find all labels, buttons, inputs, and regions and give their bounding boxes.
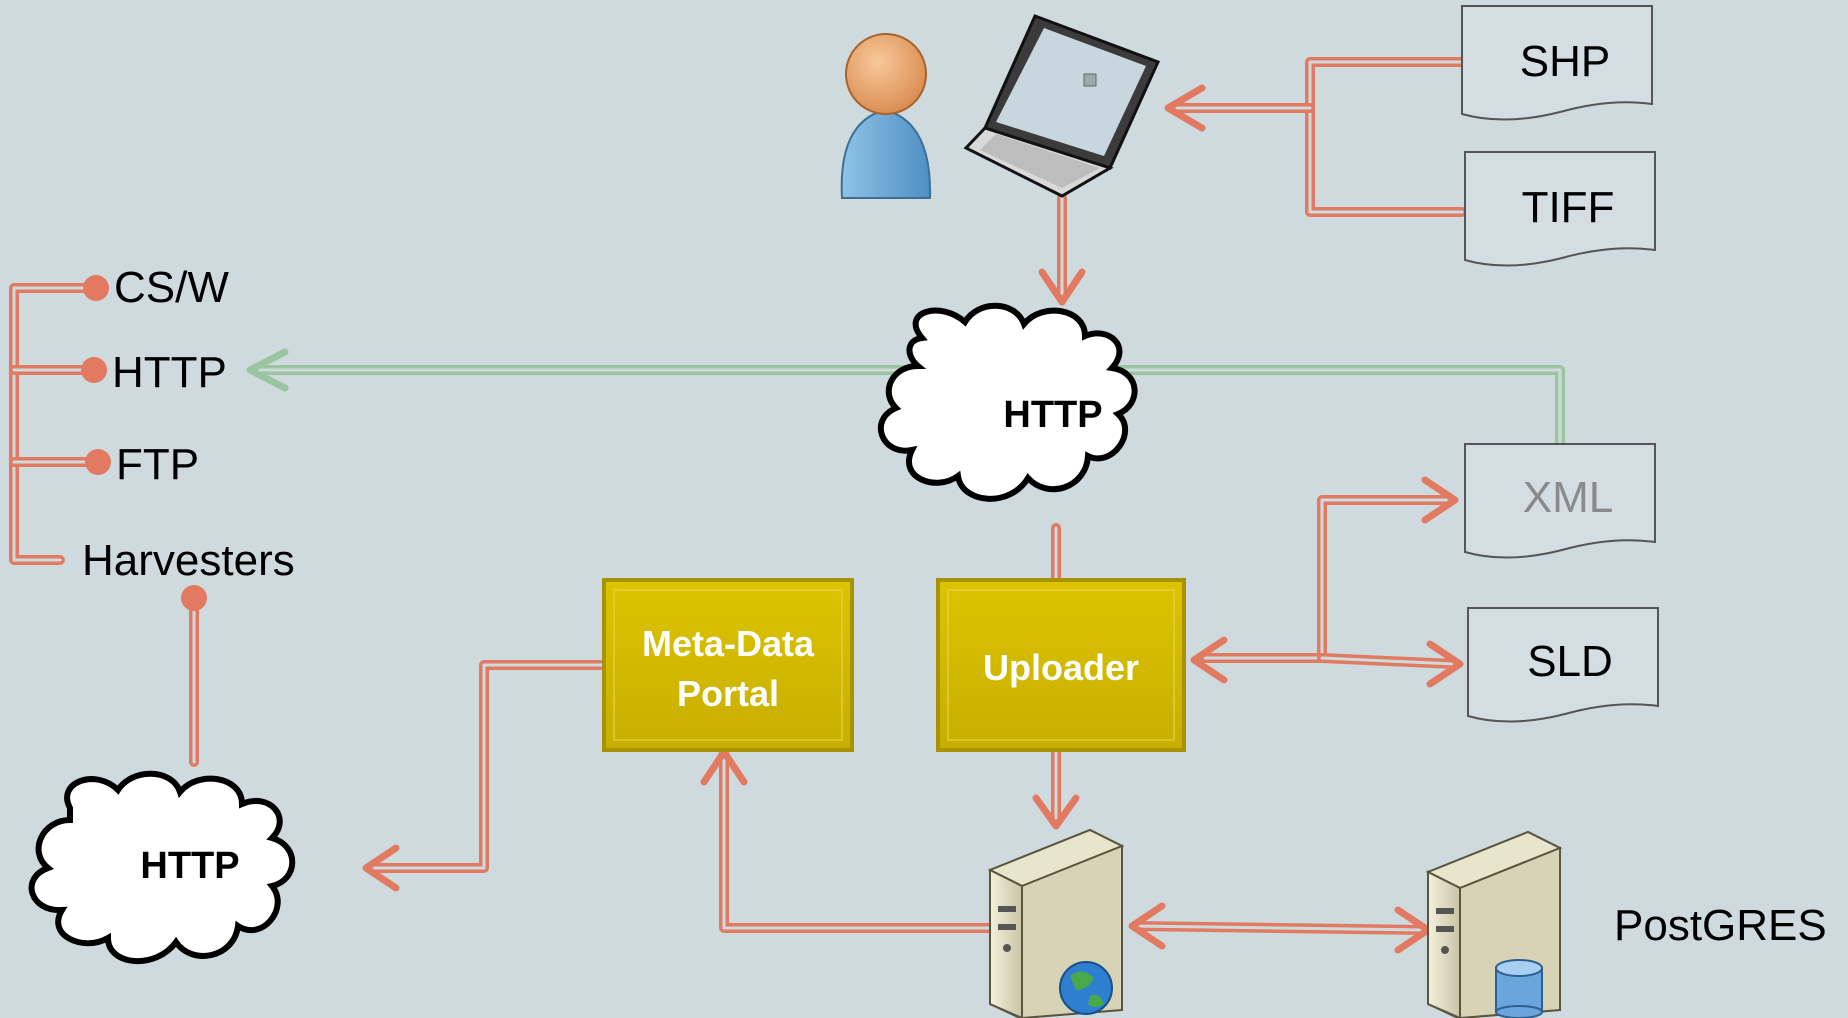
connectors: [9, 57, 1565, 954]
database-cylinder-icon: [1495, 959, 1543, 1018]
tiff-document: TIFF: [1464, 151, 1656, 267]
shp-label: SHP: [1520, 37, 1610, 86]
server-to-db-arrow: [1128, 902, 1432, 954]
xml-to-harvester-http-arrow: [246, 348, 1565, 450]
laptop-icon: [963, 14, 1161, 198]
harvesters-dot: [181, 585, 207, 611]
http-cloud-main-label: HTTP: [1003, 394, 1102, 436]
cswdot: [83, 275, 109, 301]
harvesters-label: Harvesters: [82, 536, 295, 585]
harvester-http-label: HTTP: [112, 348, 227, 397]
database-server-icon: [1425, 830, 1563, 1018]
xml-document: XML: [1464, 443, 1656, 559]
harvesters-bracket: [9, 283, 101, 565]
portal-to-left-cloud-arrow: [362, 660, 609, 892]
user-icon: [840, 33, 932, 199]
harvester-ftp-label: FTP: [116, 440, 199, 489]
shp-document: SHP: [1461, 5, 1653, 121]
laptop-to-cloud-arrow: [1038, 193, 1086, 306]
tiff-label: TIFF: [1522, 183, 1615, 232]
metadata-portal-box: Meta-Data Portal: [602, 578, 854, 752]
http-cloud-main: HTTP: [877, 302, 1138, 502]
harvester-dots: [81, 275, 207, 611]
sld-document: SLD: [1467, 607, 1659, 723]
httpdot: [81, 357, 107, 383]
uploader-to-server-arrow: [1032, 747, 1080, 830]
uploader-box: Uploader: [936, 578, 1186, 752]
ftpdot: [85, 449, 111, 475]
sld-label: SLD: [1527, 637, 1613, 686]
uploader-label: Uploader: [983, 647, 1139, 688]
http-cloud-left: HTTP: [28, 770, 296, 965]
uploader-to-xml-sld-arrows: [1190, 476, 1464, 688]
metadata-portal-label-line1: Meta-Data: [642, 623, 815, 664]
web-server-icon: [987, 828, 1125, 1018]
files-to-laptop-arrow: [1164, 57, 1467, 217]
harvester-csw-label: CS/W: [114, 263, 229, 312]
xml-label: XML: [1523, 473, 1613, 522]
metadata-portal-label-line2: Portal: [677, 673, 779, 714]
postgres-label: PostGRES: [1614, 901, 1827, 950]
http-cloud-left-label: HTTP: [140, 845, 239, 887]
server-to-portal-arrow: [700, 747, 995, 933]
